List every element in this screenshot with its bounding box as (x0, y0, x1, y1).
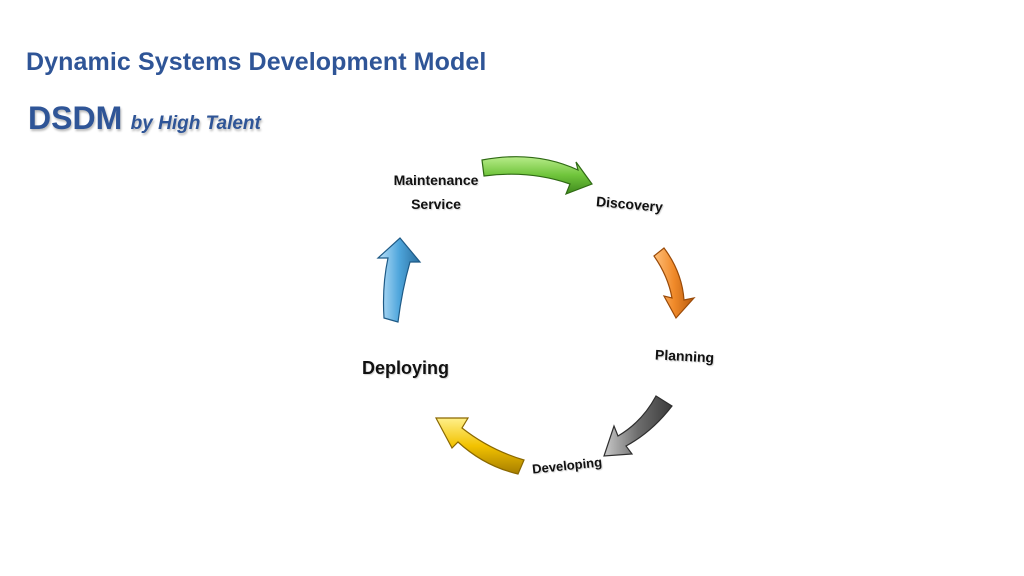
stage-label-maintenance: Maintenance Service (386, 168, 486, 216)
stage-label-maintenance-line2: Service (411, 196, 461, 212)
arrow-green (481, 156, 593, 196)
arrow-blue (376, 237, 422, 323)
subtitle-acronym: DSDM (28, 100, 123, 136)
stage-label-deploying: Deploying (362, 358, 450, 378)
arrow-orange (653, 247, 696, 320)
subtitle: DSDM by High Talent (28, 100, 261, 137)
stage-label-planning: Planning (654, 346, 715, 366)
arrow-yellow (435, 417, 525, 475)
arrow-gray (603, 395, 673, 457)
subtitle-byline: by High Talent (130, 113, 261, 134)
stage-label-maintenance-line1: Maintenance (393, 172, 479, 188)
page-title: Dynamic Systems Development Model (26, 48, 487, 76)
